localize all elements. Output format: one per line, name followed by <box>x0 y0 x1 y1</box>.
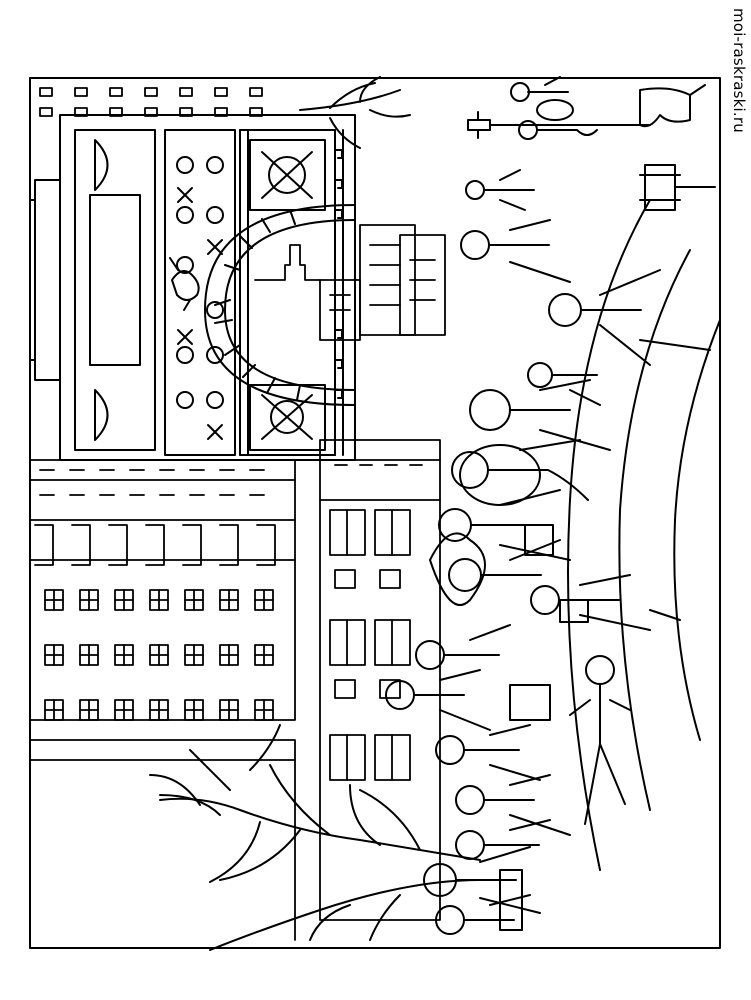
musicians <box>466 77 597 210</box>
bare-tree <box>150 725 480 950</box>
bare-tree-top <box>300 77 410 148</box>
skyline <box>255 225 445 340</box>
apartment-building-left <box>30 460 295 940</box>
apartment-building-center <box>320 440 440 920</box>
lamp-post-right <box>640 165 715 210</box>
watermark-text: moi-raskraski.ru <box>730 8 748 133</box>
arch-rosettes <box>177 157 223 439</box>
plaza-curbs <box>568 200 720 870</box>
arch-monument <box>30 115 355 460</box>
walking-people <box>386 220 710 934</box>
crowd <box>386 77 710 934</box>
top-building-windows <box>40 88 262 116</box>
lamp-post <box>468 112 650 138</box>
dog <box>640 85 705 126</box>
